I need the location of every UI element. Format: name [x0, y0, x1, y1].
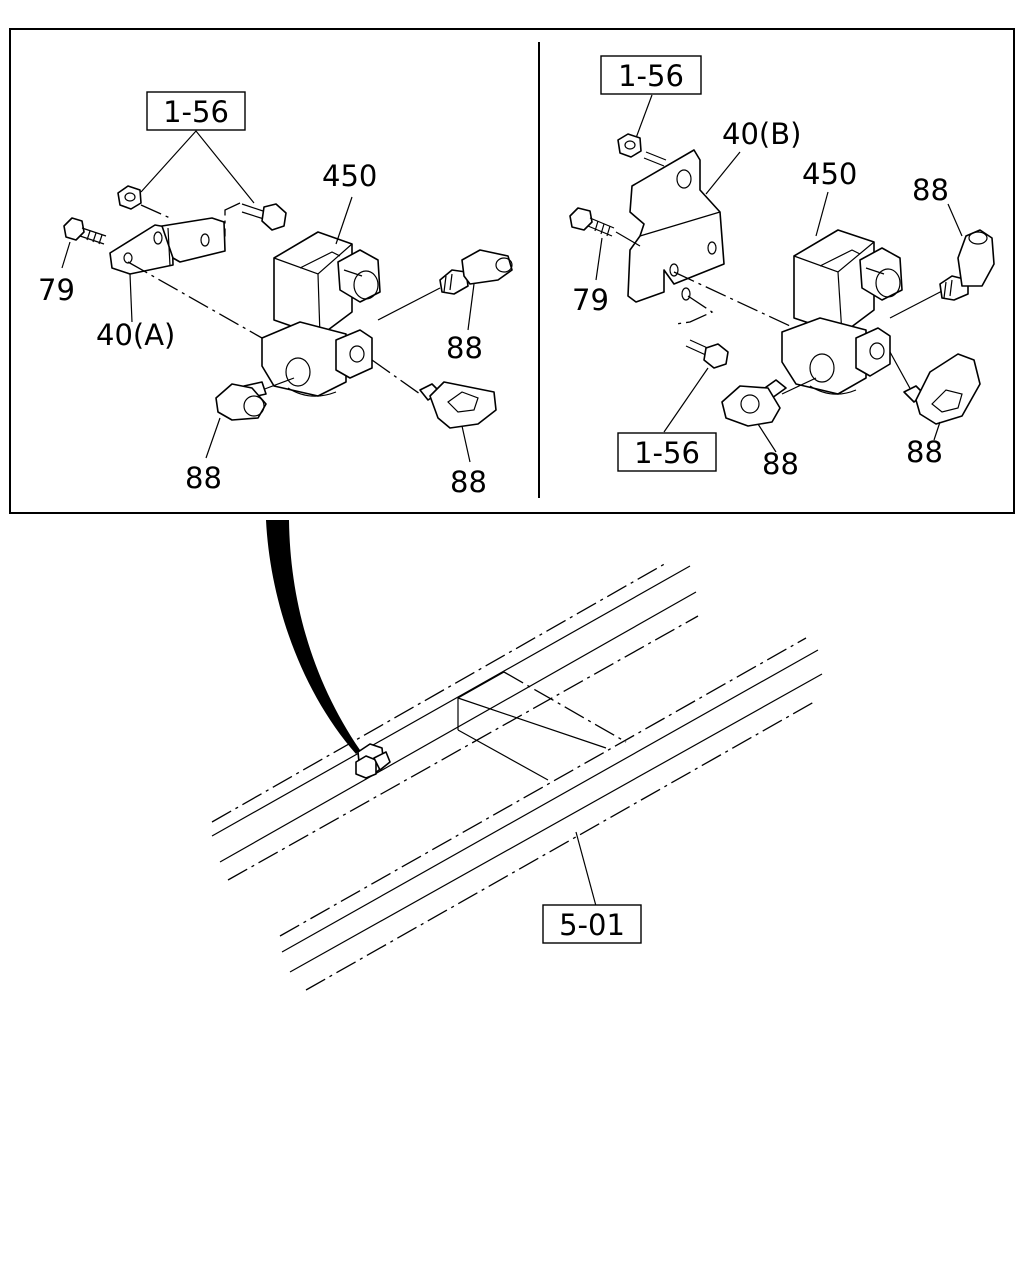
left-fitting-right-label: 88: [446, 331, 483, 365]
frame-rails: [211, 561, 823, 991]
left-bolt-label: 79: [38, 273, 75, 307]
left-fitting-bottom-left-label: 88: [185, 461, 222, 495]
fitting-upper-right-icon: [439, 249, 513, 295]
bolt-icon: [241, 203, 287, 231]
valve-location-icon: [355, 743, 391, 779]
fitting-lower-left-icon: [215, 381, 267, 421]
frame-ref-label: 5-01: [559, 908, 625, 942]
frame-ref-box: [542, 904, 642, 944]
right-ref-box-top: [600, 55, 702, 95]
right-fitting-top-label: 88: [912, 173, 949, 207]
bolt-79-right-icon: [569, 207, 615, 237]
right-detail: 1-56 40(B) 79: [569, 55, 995, 481]
fitting-lower-left-right-icon: [721, 379, 787, 427]
callout-pointer: [266, 520, 360, 754]
fitting-lower-right-icon: [419, 381, 497, 429]
bolt-lower-right-icon: [685, 339, 729, 369]
bolt-79-icon: [63, 217, 107, 245]
right-fitting-bottom-left-label: 88: [762, 447, 799, 481]
nut-right-icon: [617, 133, 642, 158]
left-bracket-label: 40(A): [96, 318, 175, 352]
right-ref-box-bottom: [617, 432, 717, 472]
right-ref-top-label: 1-56: [618, 59, 684, 93]
right-fitting-bottom-right-label: 88: [906, 435, 943, 469]
nut-icon: [117, 185, 142, 210]
left-detail: 1-56: [38, 91, 513, 499]
right-ref-bottom-label: 1-56: [634, 436, 700, 470]
right-bolt-label: 79: [572, 283, 609, 317]
bracket-b-icon: [627, 149, 725, 303]
left-ref-box: [146, 91, 246, 131]
left-ref-label: 1-56: [163, 95, 229, 129]
solenoid-valve-right-icon: [781, 229, 903, 395]
left-fitting-bottom-right-label: 88: [450, 465, 487, 499]
right-valve-label: 450: [802, 157, 857, 191]
bracket-a-icon: [109, 217, 226, 275]
right-bracket-label: 40(B): [722, 117, 801, 151]
fitting-lower-right-right-icon: [903, 353, 981, 425]
fitting-top-right-icon: [939, 229, 995, 301]
left-valve-label: 450: [322, 159, 377, 193]
left-ref-leader: [140, 130, 255, 204]
solenoid-valve-icon: [261, 231, 381, 397]
